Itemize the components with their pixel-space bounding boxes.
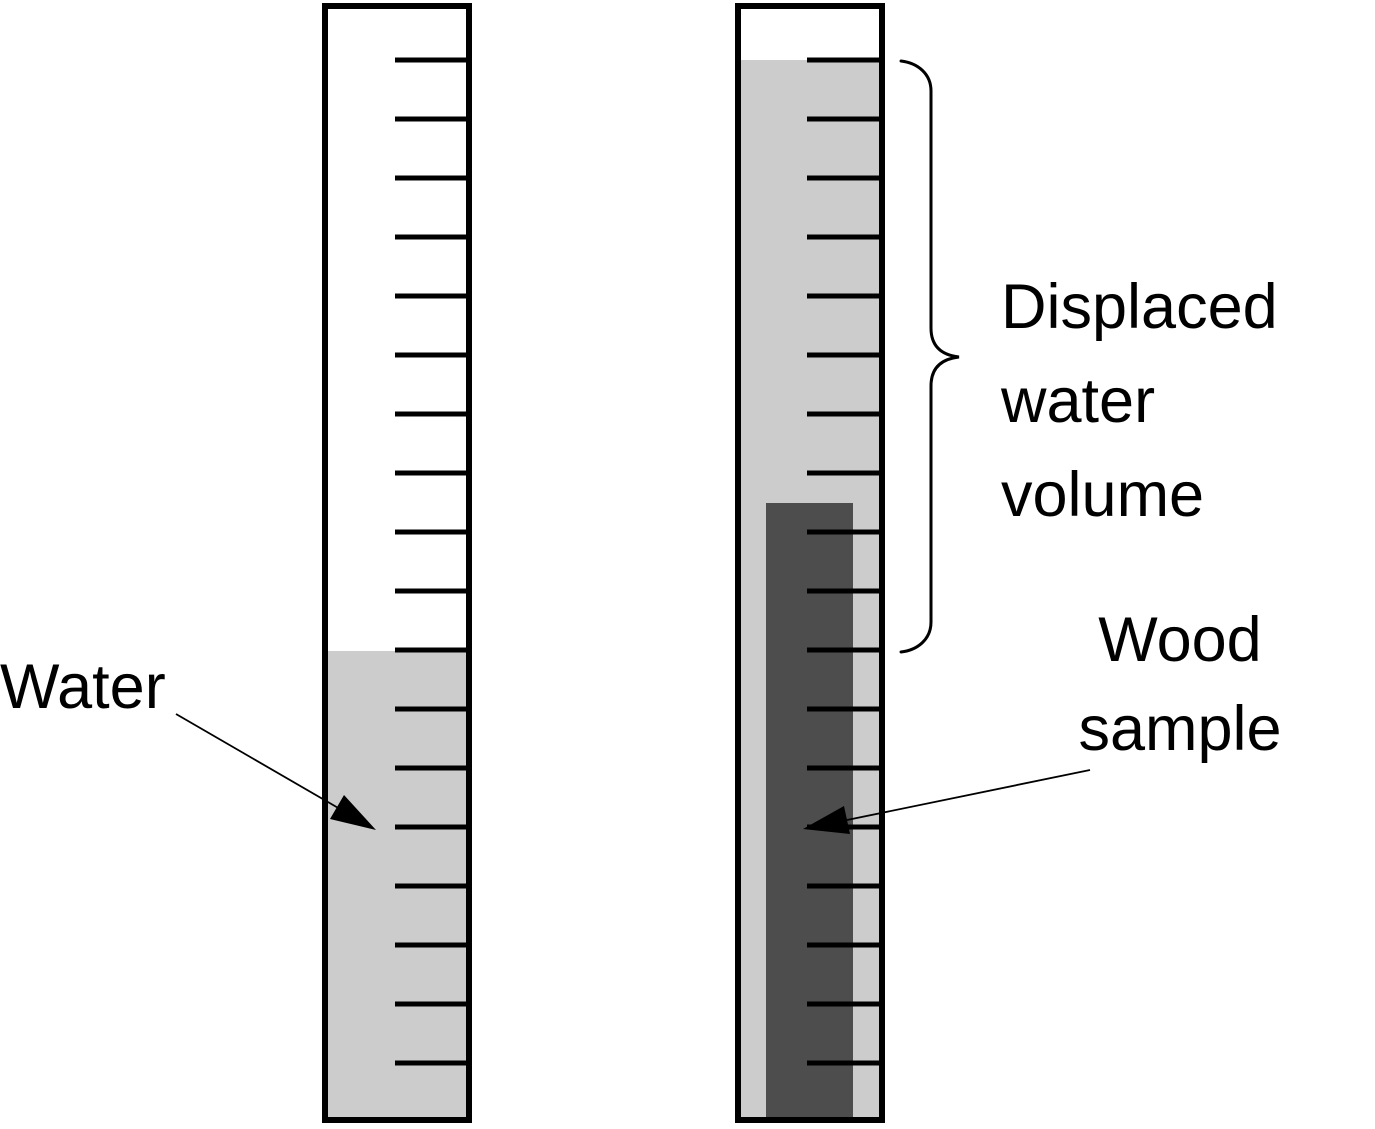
left-ticks <box>395 57 467 1066</box>
wood-sample-arrow-line <box>846 769 1091 821</box>
cylinder-right-outline <box>735 3 885 1123</box>
water-label: Water <box>0 652 166 722</box>
cylinder-right <box>735 3 885 1123</box>
water-arrow-line <box>175 713 341 810</box>
wood-sample-arrowhead <box>803 806 850 834</box>
water-arrow <box>175 713 376 830</box>
wood-sample-arrow <box>803 769 1091 834</box>
cylinder-left-outline <box>322 3 472 1123</box>
displaced-water-volume-label: Displaced water volume <box>1001 272 1278 530</box>
wood-sample-label: Wood sample <box>1078 605 1282 764</box>
cylinder-left <box>322 3 472 1123</box>
displaced-volume-brace <box>899 59 960 654</box>
right-ticks <box>807 57 880 1066</box>
water-arrowhead <box>330 795 376 830</box>
